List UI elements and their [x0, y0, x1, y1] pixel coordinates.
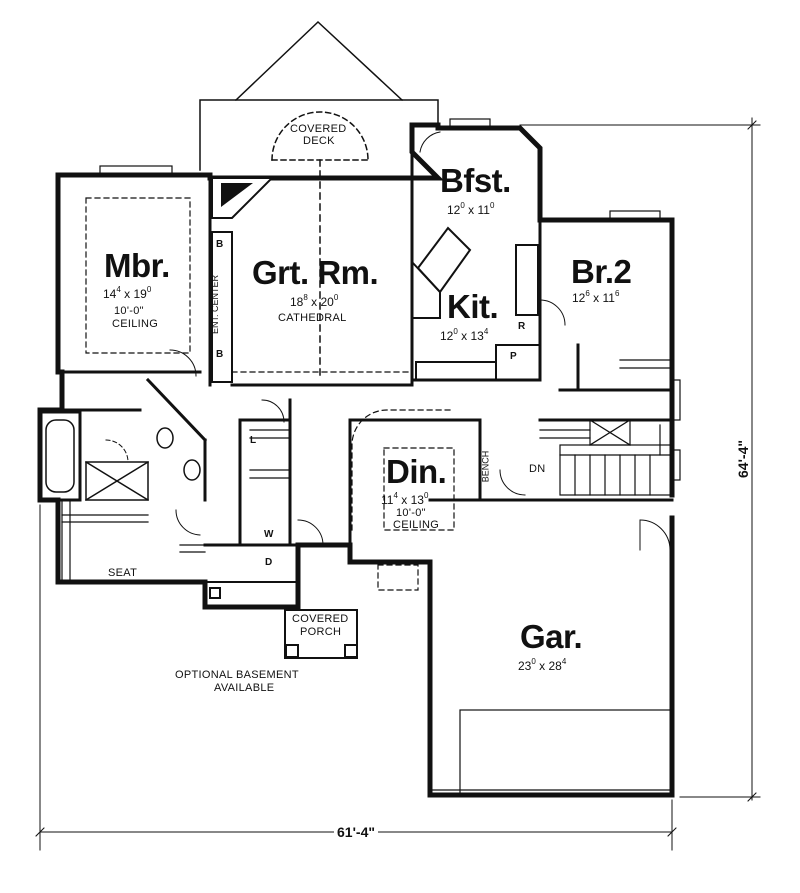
door-swings: [105, 131, 566, 546]
seat-label: SEAT: [108, 567, 138, 579]
covered-deck-label-line1: COVERED: [290, 123, 347, 135]
pantry-label: P: [510, 351, 517, 362]
covered-porch: [209, 587, 358, 659]
kitchen-island: [411, 226, 541, 381]
windows: [99, 118, 681, 481]
refrigerator-label: R: [518, 321, 526, 332]
garage-walls: [428, 498, 674, 796]
dimension-lines: [35, 117, 761, 851]
ent-center-label: ENT. CENTER: [210, 274, 221, 335]
optional-basement-line2: AVAILABLE: [214, 682, 275, 694]
optional-basement-line1: OPTIONAL BASEMENT: [175, 669, 299, 681]
room-name-grt-rm: Grt. Rm.: [252, 254, 379, 291]
covered-porch-label-line2: PORCH: [300, 626, 342, 638]
room-dims-bfst: 120 x 110: [447, 201, 495, 217]
exterior-walls: [37, 122, 675, 798]
interior-walls: [38, 150, 674, 583]
overall-width-dimension: 61'-4": [334, 825, 378, 839]
linen-label: L: [250, 435, 257, 446]
fireplace: [211, 177, 275, 383]
bookcase-label-bottom: B: [216, 349, 224, 360]
room-name-gar: Gar.: [520, 618, 583, 655]
room-dims-br2: 126 x 116: [572, 289, 620, 305]
room-ceiling-mbr-line1: 10'-0": [114, 305, 144, 317]
bookcase-label-top: B: [216, 239, 224, 250]
washer-label: W: [264, 529, 274, 540]
room-dims-kit: 120 x 134: [440, 327, 489, 343]
room-name-bfst: Bfst.: [440, 162, 511, 199]
room-name-din: Din.: [386, 453, 447, 490]
covered-porch-label-line1: COVERED: [292, 613, 349, 625]
stairs: [559, 419, 673, 496]
room-dims-grt-rm: 188 x 200: [290, 293, 339, 309]
room-dims-mbr: 144 x 190: [103, 285, 152, 301]
room-name-kit: Kit.: [447, 288, 499, 325]
ceiling-outlines: [85, 197, 455, 591]
room-ceiling-mbr-line2: CEILING: [112, 318, 159, 330]
covered-deck-label-line2: DECK: [303, 135, 335, 147]
bathtub: [38, 410, 201, 502]
room-note-grt-rm: CATHEDRAL: [278, 312, 347, 324]
room-name-br2: Br.2: [571, 253, 632, 290]
dryer-label: D: [265, 557, 273, 568]
room-dims-gar: 230 x 284: [518, 657, 567, 673]
bench-label: BENCH: [480, 450, 491, 483]
room-name-mbr: Mbr.: [104, 247, 170, 284]
covered-deck-roof: [199, 20, 439, 381]
overall-depth-dimension: 64'-4": [735, 438, 751, 480]
room-dims-din: 114 x 130: [381, 491, 429, 507]
closet-rods: [61, 359, 671, 581]
room-ceiling-din-line1: 10'-0": [396, 507, 426, 519]
room-ceiling-din-line2: CEILING: [393, 519, 440, 531]
down-label: DN: [529, 463, 546, 475]
